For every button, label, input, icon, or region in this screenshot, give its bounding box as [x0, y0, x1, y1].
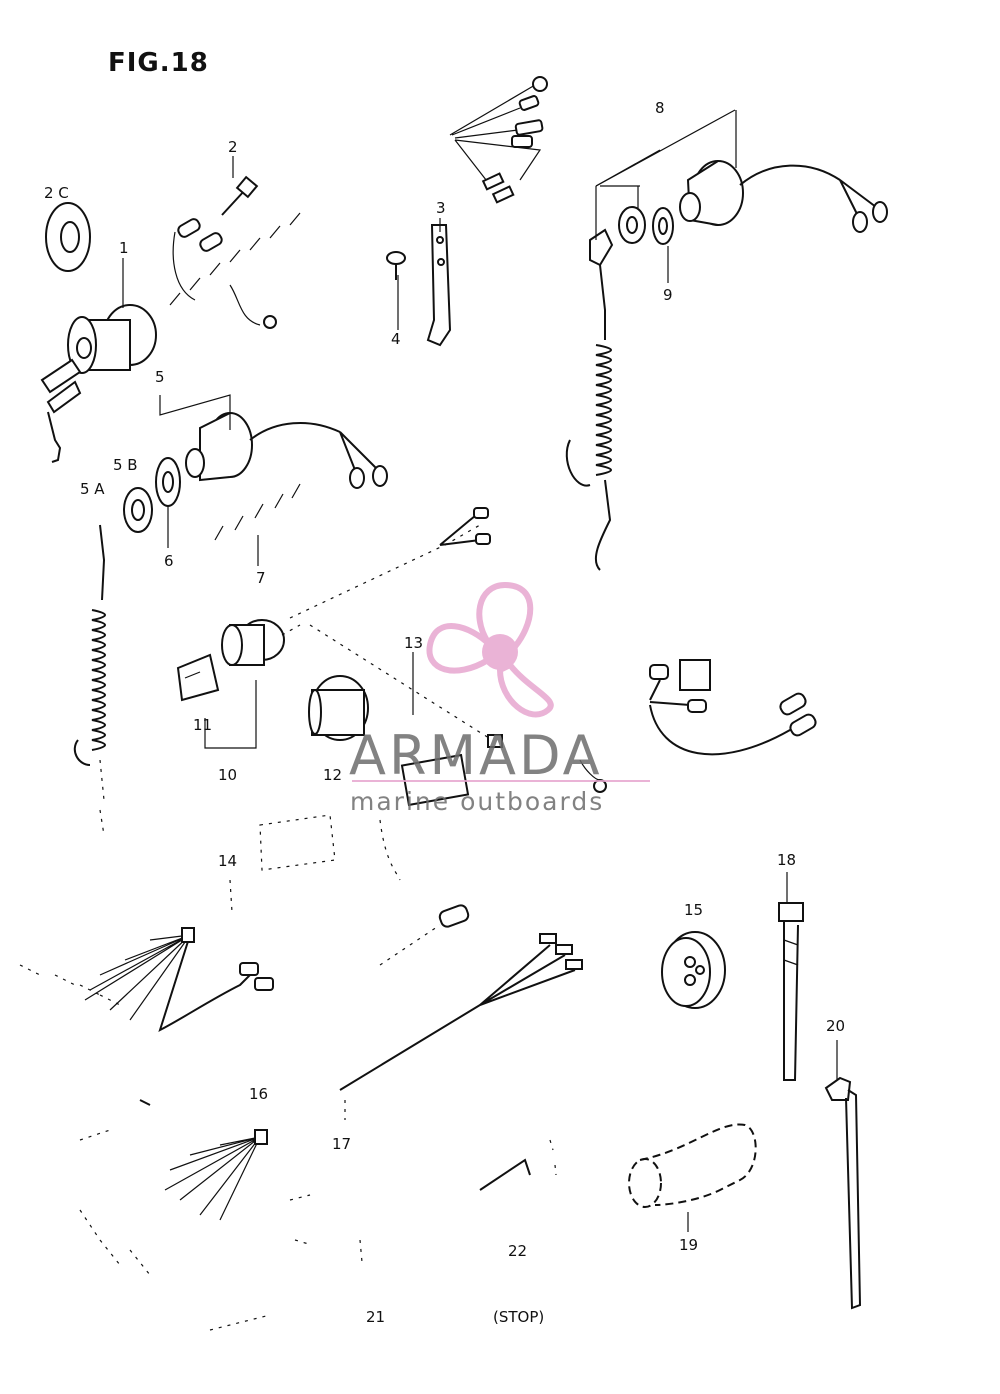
stop-switch-5 [185, 412, 388, 489]
boot-19 [628, 1123, 757, 1208]
cable-tie-18 [778, 902, 804, 1081]
label-4: 4 [391, 330, 401, 348]
label-20: 20 [826, 1017, 845, 1035]
label-5a: 5 A [80, 480, 105, 498]
figure-title: FIG.18 [108, 48, 209, 78]
connector-11 [176, 653, 220, 702]
label-7: 7 [256, 569, 266, 587]
bracket-3 [426, 224, 452, 347]
harness-17 [339, 904, 583, 1120]
harness-14 [19, 879, 274, 1032]
clamp-20 [824, 1076, 862, 1310]
armada-watermark: ARMADA marine outboards [349, 581, 650, 816]
label-21: 21 [366, 1308, 385, 1326]
parts-21-22 [209, 1139, 557, 1331]
label-19: 19 [679, 1236, 698, 1254]
label-5: 5 [155, 368, 165, 386]
label-16: 16 [249, 1085, 268, 1103]
label-22: 22 [508, 1242, 527, 1260]
label-6: 6 [164, 552, 174, 570]
harness-13 [259, 507, 817, 881]
washer-6 [155, 457, 181, 507]
main-switch-harness [40, 76, 548, 463]
lanyard-switch-8 [565, 160, 888, 571]
label-13: 13 [404, 634, 423, 652]
label-9: 9 [663, 286, 673, 304]
label-1: 1 [119, 239, 129, 257]
label-2: 2 [228, 138, 238, 156]
label-10: 10 [218, 766, 237, 784]
screw-2 [221, 175, 259, 216]
connector-10 [221, 619, 301, 666]
label-5b: 5 B [113, 456, 138, 474]
watermark-brand: ARMADA [349, 724, 603, 787]
harness-16 [79, 1099, 268, 1276]
nut-5b [123, 487, 153, 533]
grommet-12 [308, 675, 369, 741]
label-3: 3 [436, 199, 446, 217]
bolt-4 [386, 251, 406, 280]
propeller-logo [426, 581, 554, 718]
label-11: 11 [193, 716, 212, 734]
lanyard-5a [73, 524, 106, 836]
watermark-tagline: marine outboards [350, 787, 604, 816]
label-2c: 2 C [44, 184, 69, 202]
label-8: 8 [655, 99, 665, 117]
label-17: 17 [332, 1135, 351, 1153]
washer-2c [45, 202, 91, 272]
label-15: 15 [684, 901, 703, 919]
label-12: 12 [323, 766, 342, 784]
cap-15 [661, 931, 726, 1009]
label-18: 18 [777, 851, 796, 869]
label-stop: (STOP) [493, 1308, 544, 1326]
label-14: 14 [218, 852, 237, 870]
